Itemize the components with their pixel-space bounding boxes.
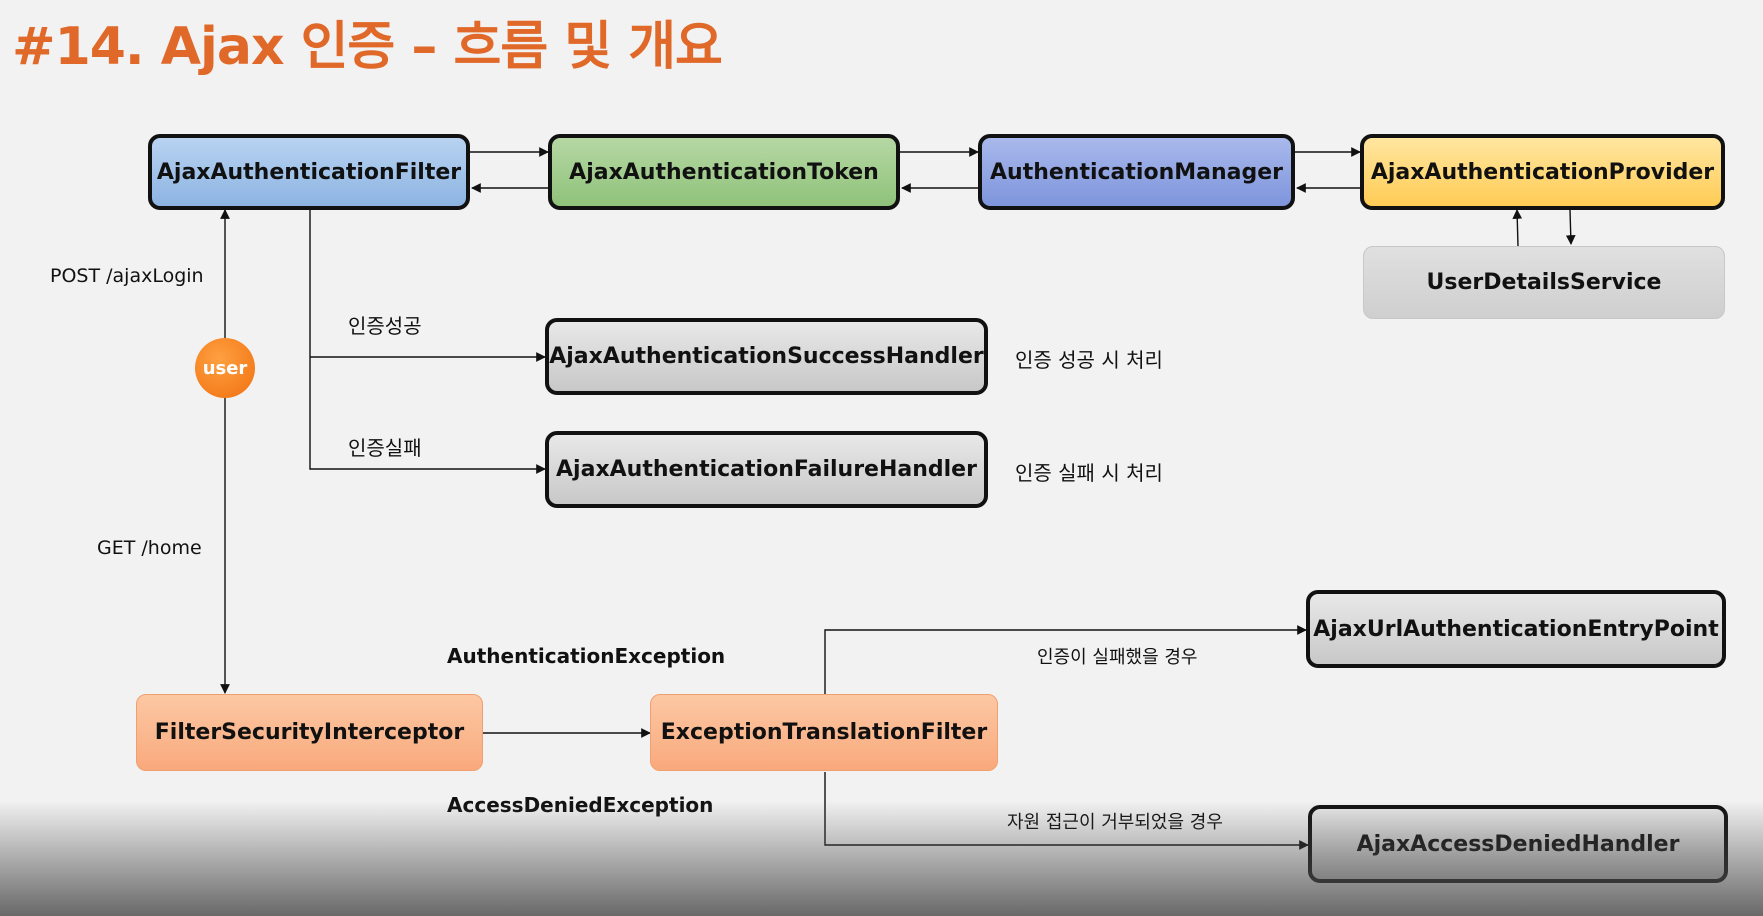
auth-success-label: 인증성공 [348,314,422,338]
authentication-exception-label: AuthenticationException [447,644,726,668]
authentication-manager-node[interactable]: AuthenticationManager [978,134,1295,210]
ajax-authentication-token-node[interactable]: AjaxAuthenticationToken [548,134,900,210]
auth-failure-label: 인증실패 [348,436,422,460]
access-denied-case-label: 자원 접근이 거부되었을 경우 [1007,812,1223,833]
filter-security-interceptor-node[interactable]: FilterSecurityInterceptor [136,694,483,771]
ajax-authentication-provider-node[interactable]: AjaxAuthenticationProvider [1360,134,1725,210]
post-login-label: POST /ajaxLogin [50,265,204,287]
user-actor-icon: user [195,338,255,398]
user-details-service-node[interactable]: UserDetailsService [1363,246,1725,319]
success-note: 인증 성공 시 처리 [1015,348,1163,372]
success-handler-node[interactable]: AjaxAuthenticationSuccessHandler [545,318,988,395]
failure-note: 인증 실패 시 처리 [1015,461,1163,485]
page-title: #14. Ajax 인증 – 흐름 및 개요 [12,17,723,77]
ajax-authentication-filter-node[interactable]: AjaxAuthenticationFilter [148,134,470,210]
access-denied-exception-label: AccessDeniedException [447,793,714,817]
access-denied-handler-node[interactable]: AjaxAccessDeniedHandler [1308,805,1728,883]
exception-translation-filter-node[interactable]: ExceptionTranslationFilter [650,694,998,771]
get-home-label: GET /home [97,537,202,559]
entry-point-node[interactable]: AjaxUrlAuthenticationEntryPoint [1306,590,1726,668]
failure-handler-node[interactable]: AjaxAuthenticationFailureHandler [545,431,988,508]
auth-failed-case-label: 인증이 실패했을 경우 [1037,647,1198,668]
